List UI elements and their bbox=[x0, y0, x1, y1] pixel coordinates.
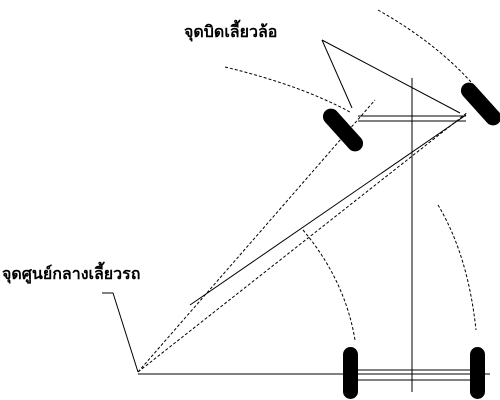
rear-left-wheel bbox=[343, 347, 358, 399]
leader-line-left-pivot bbox=[321, 39, 353, 109]
rear-left-wheel-arc bbox=[302, 229, 356, 341]
front-right-wheel-arc bbox=[377, 9, 479, 91]
rear-right-wheel-arc bbox=[437, 204, 477, 331]
front-left-wheel-arc bbox=[224, 66, 351, 113]
front-left-wheel bbox=[322, 108, 364, 152]
right-steering-line bbox=[189, 114, 467, 306]
front-right-wheel bbox=[460, 82, 500, 126]
radius-line-to-left-front bbox=[137, 99, 376, 373]
leader-line-right-pivot bbox=[321, 39, 461, 114]
leader-line-turning-center bbox=[102, 292, 139, 373]
steering-pivot-label: จุดบิดเลี้ยวล้อ bbox=[184, 22, 278, 41]
rear-right-wheel bbox=[470, 347, 485, 399]
turning-center-label: จุดศูนย์กลางเลี้ยวรถ bbox=[2, 264, 141, 283]
radius-line-to-right-front bbox=[137, 111, 469, 373]
